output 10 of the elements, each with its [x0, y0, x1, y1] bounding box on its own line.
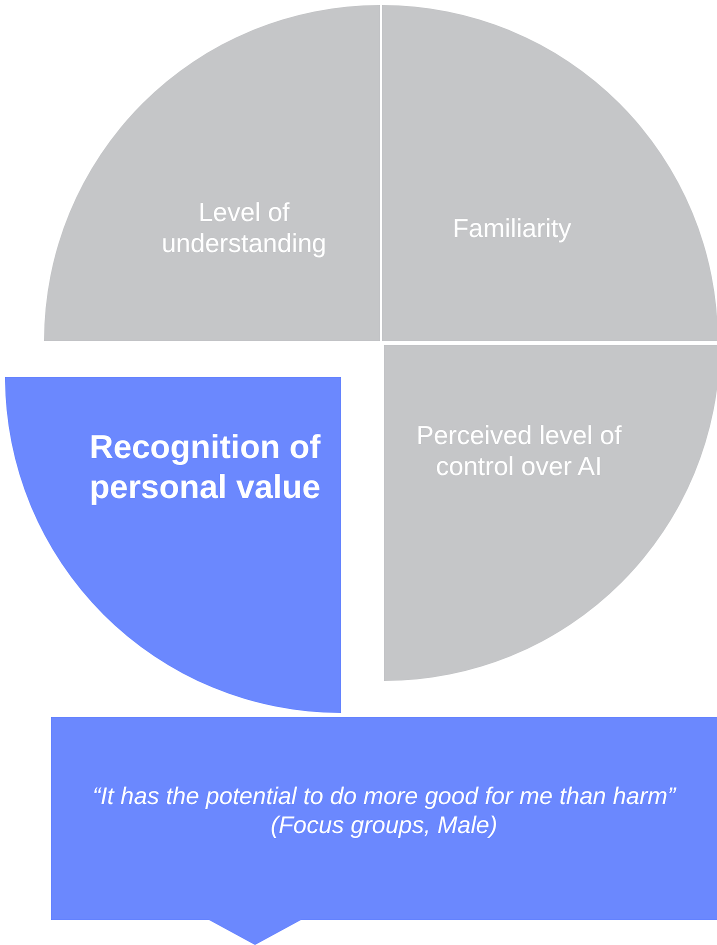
pie-segment	[5, 377, 341, 713]
pie-segment	[44, 5, 380, 341]
pie-segment	[382, 5, 717, 341]
segment-label: Level of understanding	[160, 197, 328, 260]
pie-segment	[384, 345, 717, 681]
segment-label: Familiarity	[452, 213, 572, 244]
segment-label: Perceived level of control over AI	[415, 420, 623, 482]
segment-label: Recognition of personal value	[88, 427, 322, 506]
quote-callout	[51, 717, 717, 945]
quote-text: “It has the potential to do more good for me than harm” (Focus groups, Male)	[92, 783, 678, 841]
